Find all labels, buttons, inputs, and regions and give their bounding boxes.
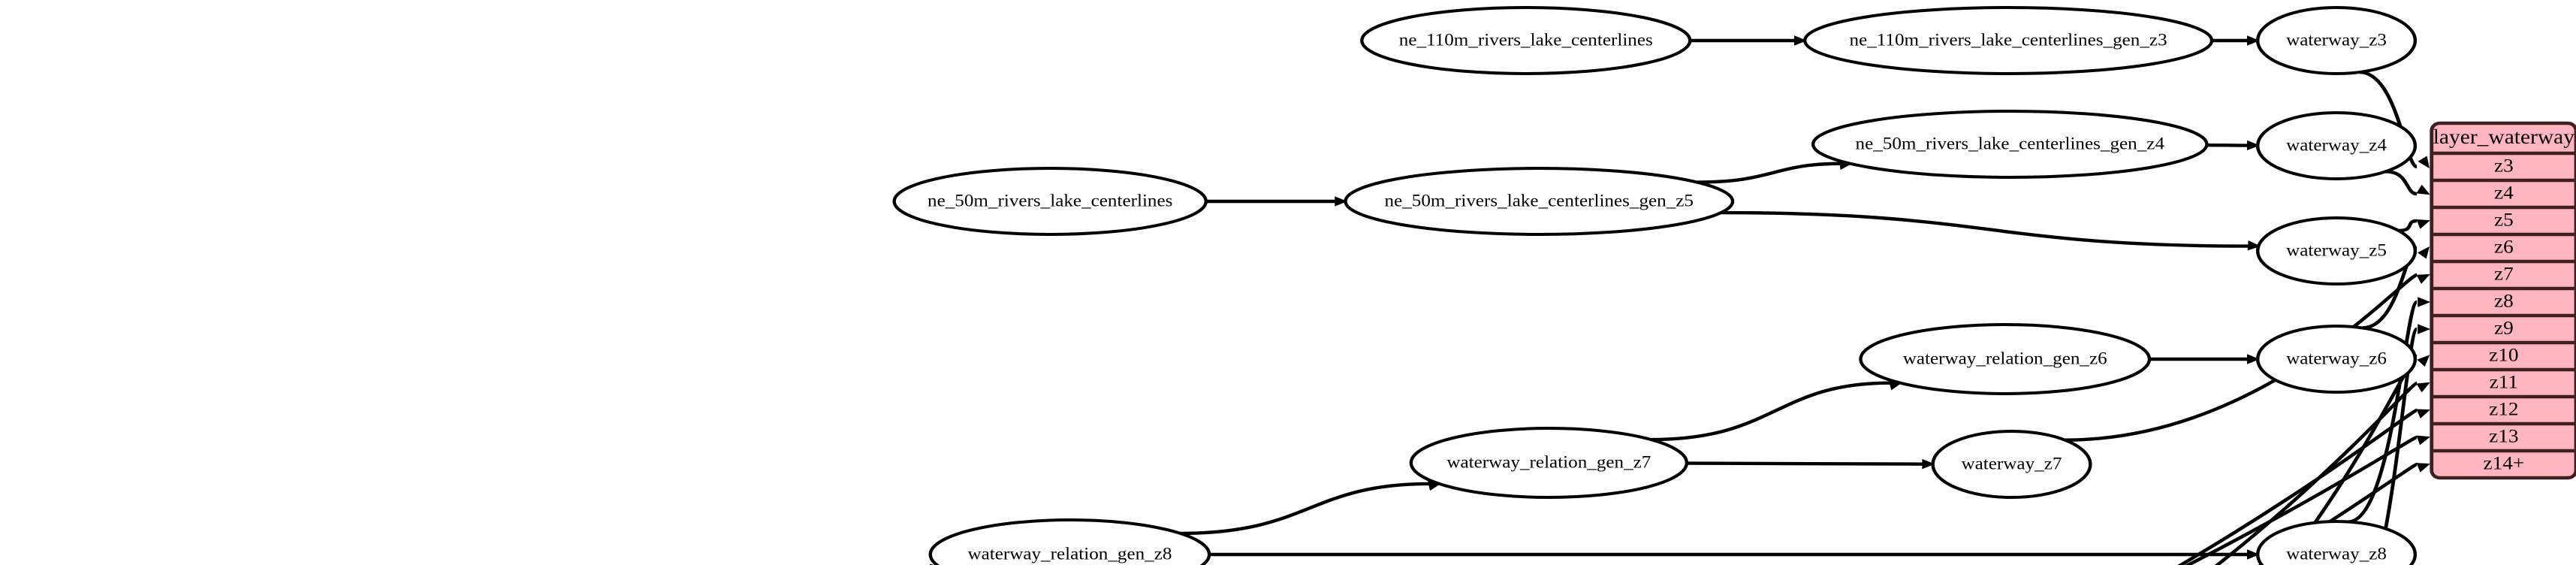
node-ellipse — [2255, 216, 2418, 286]
record-row-z3[interactable]: z3 — [2494, 156, 2514, 177]
node-label: waterway_relation_gen_z6 — [1903, 349, 2107, 368]
node-label: waterway_z6 — [2286, 349, 2387, 368]
edge-arrowhead — [2416, 382, 2430, 393]
edge-waterway_z5-to-layer_waterway-z5 — [2398, 219, 2418, 233]
edge-arrowhead — [2247, 240, 2261, 251]
node-ellipse — [928, 518, 1211, 565]
edge-arrowhead — [1335, 196, 1348, 207]
graph-node-waterway_z6[interactable]: waterway_z6 — [2255, 325, 2418, 394]
edge-arrowhead — [2417, 246, 2430, 259]
edge-arrowhead — [2418, 297, 2431, 307]
edge-arrowhead — [2416, 463, 2430, 473]
node-ellipse — [2256, 520, 2418, 565]
graph-node-waterway_z5[interactable]: waterway_z5 — [2255, 216, 2418, 286]
node-ellipse — [892, 167, 1208, 236]
node-ellipse — [1859, 323, 2152, 395]
node-label: waterway_z4 — [2286, 136, 2387, 155]
edge-waterway_z11-to-layer_waterway-z11 — [2214, 381, 2418, 565]
node-label: ne_110m_rivers_lake_centerlines_gen_z3 — [1850, 31, 2167, 50]
node-ellipse — [1344, 167, 1735, 236]
graph-node-ne_50m_rivers_lake_centerlines_gen_z4[interactable]: ne_50m_rivers_lake_centerlines_gen_z4 — [1811, 110, 2209, 179]
record-row-z6[interactable]: z6 — [2494, 237, 2514, 258]
edge-arrowhead — [2416, 273, 2430, 284]
node-ellipse — [2255, 6, 2418, 75]
edge-arrowhead — [1793, 35, 1807, 46]
edge-arrowhead — [2418, 324, 2431, 334]
edge-arrowhead — [2246, 35, 2260, 46]
edge-arrowhead — [2418, 156, 2430, 169]
edge-ne_50m_rivers_lake_centerlines_gen_z5-to-waterway_z5 — [1721, 210, 2249, 248]
graph-node-ne_50m_rivers_lake_centerlines[interactable]: ne_50m_rivers_lake_centerlines — [892, 167, 1208, 236]
node-label: waterway_z7 — [1962, 455, 2062, 473]
node-label: waterway_z8 — [2286, 545, 2387, 563]
node-ellipse — [1931, 430, 2092, 499]
graph-node-ne_50m_rivers_lake_centerlines_gen_z5[interactable]: ne_50m_rivers_lake_centerlines_gen_z5 — [1344, 167, 1735, 236]
node-ellipse — [1803, 6, 2214, 75]
node-label: waterway_z5 — [2286, 241, 2387, 260]
edge-waterway_z8-to-layer_waterway-z8 — [2348, 300, 2419, 524]
record-row-z11[interactable]: z11 — [2490, 372, 2518, 393]
record-row-z7[interactable]: z7 — [2494, 264, 2514, 285]
edge-waterway_z14-to-layer_waterway-z14- — [2258, 462, 2418, 565]
edge-waterway_z4-to-layer_waterway-z4 — [2385, 170, 2418, 196]
record-row-z5[interactable]: z5 — [2494, 210, 2514, 231]
edge-ne_50m_rivers_lake_centerlines_gen_z5-to-ne_50m_rivers_lake_centerlines_gen_z4 — [1697, 162, 1841, 184]
node-label: ne_110m_rivers_lake_centerlines — [1399, 31, 1653, 50]
graph-node-waterway_relation_gen_z8[interactable]: waterway_relation_gen_z8 — [928, 518, 1211, 565]
record-row-z8[interactable]: z8 — [2494, 291, 2514, 312]
graph-node-waterway_z8[interactable]: waterway_z8 — [2256, 520, 2418, 565]
edge-arrowhead — [2416, 184, 2430, 195]
graph-node-waterway_relation_gen_z7[interactable]: waterway_relation_gen_z7 — [1409, 427, 1689, 499]
record-node-layer-waterway[interactable]: layer_waterway z3 z4 z5 z6 z7 z8 z9 z10 z11 z12 z13… — [2430, 121, 2576, 480]
node-ellipse — [2255, 325, 2418, 394]
record-row-z13[interactable]: z13 — [2489, 426, 2518, 447]
record-node-layer: layer_waterway z3 z4 z5 z6 z7 z8 z9 z10 z11 z12 z13… — [2430, 121, 2576, 480]
graph-node-waterway_relation_gen_z6[interactable]: waterway_relation_gen_z6 — [1859, 323, 2152, 395]
record-title: layer_waterway — [2433, 126, 2575, 149]
edge-arrowhead — [2416, 435, 2430, 446]
edge-arrowhead — [2416, 219, 2430, 229]
node-ellipse — [2255, 111, 2418, 180]
record-row-z10[interactable]: z10 — [2489, 345, 2518, 366]
record-row-z4[interactable]: z4 — [2494, 183, 2514, 204]
record-row-z9[interactable]: z9 — [2494, 318, 2514, 339]
record-row-z12[interactable]: z12 — [2489, 399, 2518, 420]
node-ellipse — [1811, 110, 2209, 179]
edge-waterway_z12-to-layer_waterway-z12 — [2177, 408, 2418, 565]
graph-node-ne_110m_rivers_lake_centerlines_gen_z3[interactable]: ne_110m_rivers_lake_centerlines_gen_z3 — [1803, 6, 2214, 75]
edge-waterway_z3-to-layer_waterway-z3 — [2359, 70, 2418, 169]
edge-arrowhead — [2246, 549, 2260, 560]
node-label: waterway_relation_gen_z7 — [1446, 453, 1651, 472]
graph-node-ne_110m_rivers_lake_centerlines[interactable]: ne_110m_rivers_lake_centerlines — [1360, 6, 1692, 75]
edge-arrowhead — [2246, 354, 2260, 364]
graph-node-waterway_z4[interactable]: waterway_z4 — [2255, 111, 2418, 180]
node-label: waterway_relation_gen_z8 — [967, 545, 1172, 563]
edge-arrowhead — [2246, 140, 2260, 151]
graph-node-waterway_z3[interactable]: waterway_z3 — [2255, 6, 2418, 75]
edge-arrowhead — [2417, 355, 2430, 367]
node-label: ne_50m_rivers_lake_centerlines_gen_z4 — [1856, 134, 2164, 153]
node-label: waterway_z3 — [2286, 31, 2387, 50]
node-label: ne_50m_rivers_lake_centerlines_gen_z5 — [1385, 192, 1694, 210]
node-ellipse — [1360, 6, 1692, 75]
edge-waterway_z13-to-layer_waterway-z13 — [2184, 435, 2418, 565]
node-ellipse — [1409, 427, 1689, 499]
record-row-z14+[interactable]: z14+ — [2483, 453, 2524, 474]
edge-arrowhead — [1922, 458, 1935, 470]
edge-waterway_relation_gen_z8-to-waterway_relation_gen_z7 — [1180, 482, 1430, 536]
edge-waterway_relation_gen_z7-to-waterway_relation_gen_z6 — [1651, 381, 1891, 442]
edges-layer — [930, 35, 2431, 565]
nodes-layer: imposm3osm_waterway_relationosm_waterway… — [892, 6, 2418, 565]
node-label: ne_50m_rivers_lake_centerlines — [928, 192, 1172, 210]
graph-node-waterway_z7[interactable]: waterway_z7 — [1931, 430, 2092, 499]
record-node-body — [2430, 121, 2576, 480]
edge-arrowhead — [2416, 409, 2430, 419]
